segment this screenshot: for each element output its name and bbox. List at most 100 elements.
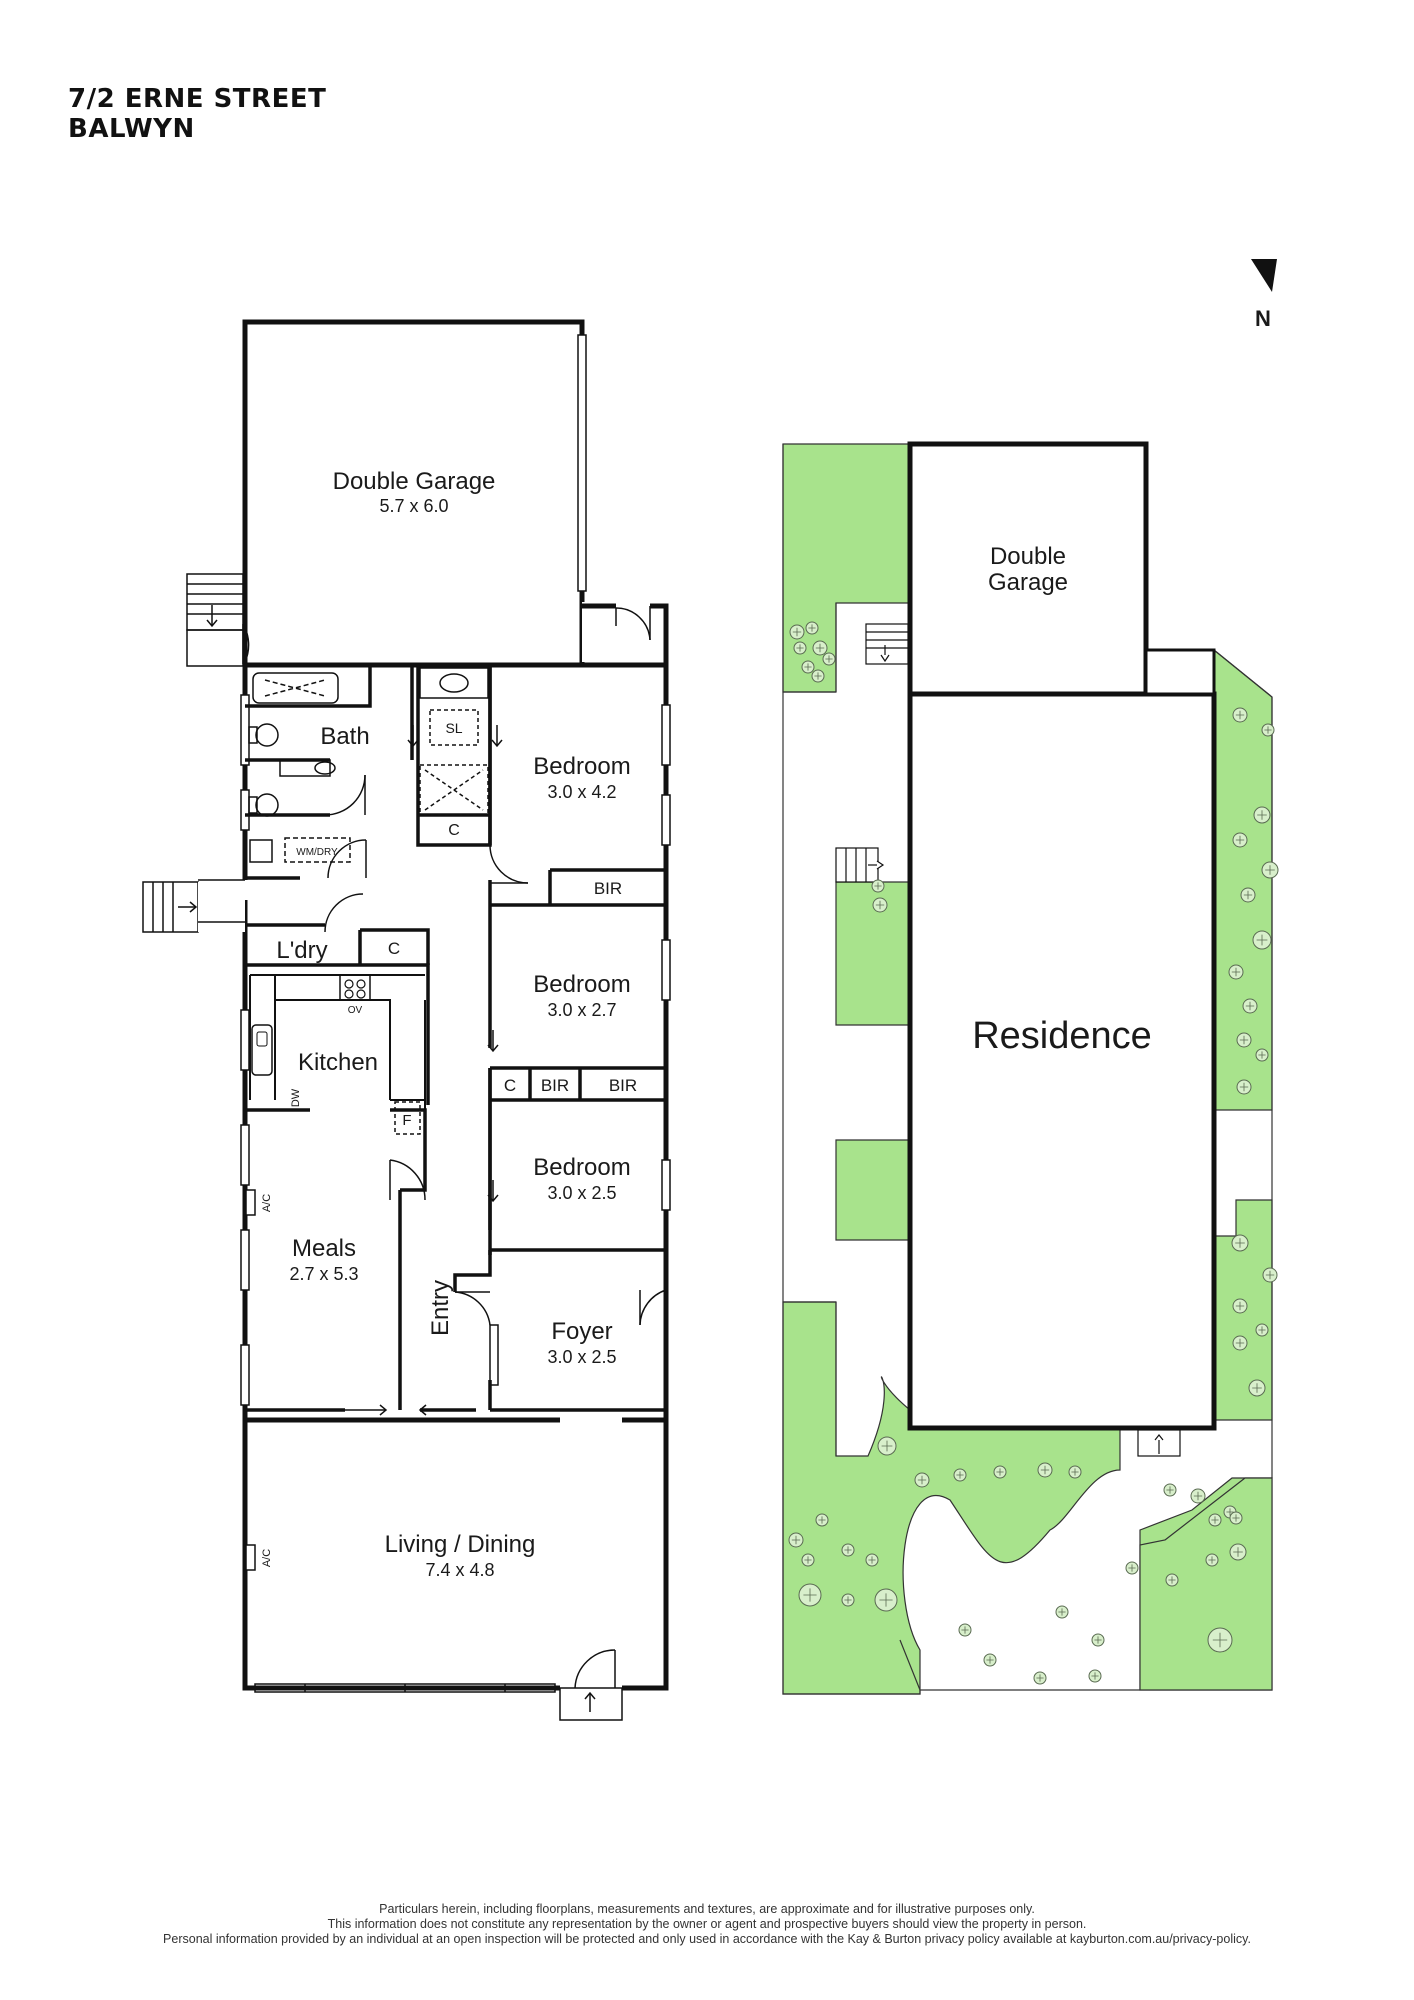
site-garage-annex (1144, 648, 1216, 696)
tree-icon-detail (1040, 1465, 1050, 1475)
tree-icon-detail (1239, 1035, 1249, 1045)
tree-icon-detail (1264, 726, 1272, 734)
tree-icon-detail (1265, 865, 1275, 875)
tree-icon-detail (1258, 1051, 1266, 1059)
tree-icon-detail (1258, 1326, 1266, 1334)
tree-icon-detail (791, 1535, 801, 1545)
site-garage-label-1: Double (990, 543, 1066, 570)
bedroom2-label: Bedroom (533, 971, 630, 998)
tree-icon-detail (1226, 1508, 1234, 1516)
tree-icon-detail (1252, 1383, 1262, 1393)
meals-door (389, 1159, 426, 1201)
linen-fixtures (407, 667, 529, 884)
site-residence (907, 691, 1217, 1431)
tree-icon-detail (1257, 810, 1267, 820)
address-block: 7/2 ERNE STREET BALWYN (68, 84, 326, 144)
site-residence-label: Residence (972, 1015, 1152, 1057)
tree-icon-detail (1233, 1547, 1243, 1557)
living-ac-label: A/C (261, 1549, 273, 1567)
tree-icon-detail (1239, 1082, 1249, 1092)
laundry-label: L'dry (276, 937, 327, 964)
tree-icon-detail (1235, 835, 1245, 845)
tree-icon-detail (814, 672, 822, 680)
lawn-areas (782, 443, 1273, 1695)
foyer-label: Foyer (551, 1318, 612, 1345)
meals-dims: 2.7 x 5.3 (289, 1264, 358, 1284)
hall-cupboard-label: C (504, 1076, 516, 1095)
tree-icon-detail (1166, 1486, 1174, 1494)
tree-icon-detail (825, 655, 833, 663)
floor-plan-labels: Double Garage 5.7 x 6.0 Bath Bedroom 3.0… (261, 468, 637, 1580)
kitchen-label: Kitchen (298, 1049, 378, 1076)
disclaimer: Particulars herein, including floorplans… (0, 1902, 1414, 1947)
garage-door (577, 334, 587, 592)
tree-icon-detail (796, 644, 804, 652)
skylight-label: SL (445, 720, 462, 736)
tree-icon-detail (961, 1626, 969, 1634)
tree-icon-detail (803, 1588, 817, 1602)
tree-icon-detail (956, 1471, 964, 1479)
address-suburb: BALWYN (68, 114, 195, 144)
tree-icon-detail (1245, 1001, 1255, 1011)
bedroom1-label: Bedroom (533, 753, 630, 780)
laundry-cupboard-label: C (388, 939, 400, 958)
tree-icon-detail (875, 900, 885, 910)
tree-icon-detail (1235, 1238, 1245, 1248)
living-door (559, 1649, 623, 1721)
garage-side-door-swing (615, 607, 651, 641)
bath-fixtures (248, 672, 367, 933)
tree-icon-detail (868, 1556, 876, 1564)
bedroom-door-arrows (487, 1030, 499, 1203)
side-steps (142, 879, 245, 933)
bath-label: Bath (320, 723, 369, 750)
washer-dryer-label: WM/DRY (296, 847, 338, 858)
tree-icon-detail (1235, 1338, 1245, 1348)
tree-icon-detail (1128, 1564, 1136, 1572)
tree-icon-detail (1094, 1636, 1102, 1644)
tree-icon-detail (1231, 967, 1241, 977)
floor-plan (142, 319, 671, 1721)
tree-icon-detail (1212, 1632, 1228, 1648)
disclaimer-line-1: Particulars herein, including floorplans… (379, 1902, 1035, 1916)
tree-icon-detail (844, 1596, 852, 1604)
tree-icon-detail (1036, 1674, 1044, 1682)
tree-icon-detail (874, 882, 882, 890)
tree-icon-detail (1168, 1576, 1176, 1584)
site-plan: Double Garage Residence (782, 441, 1279, 1695)
site-trees (788, 621, 1279, 1685)
garage-dims: 5.7 x 6.0 (379, 496, 448, 516)
tree-icon-detail (1235, 710, 1245, 720)
tree-icon-detail (986, 1656, 994, 1664)
living-dims: 7.4 x 4.8 (425, 1560, 494, 1580)
tree-icon-detail (1243, 890, 1253, 900)
tree-icon-detail (815, 643, 825, 653)
tree-icon-detail (1193, 1491, 1203, 1501)
site-garage-label-2: Garage (988, 569, 1068, 596)
living-label: Living / Dining (385, 1531, 536, 1558)
tree-icon-detail (792, 627, 802, 637)
tree-icon-detail (1211, 1516, 1219, 1524)
tree-icon-detail (881, 1440, 893, 1452)
living-bottom-wall (242, 1410, 669, 1691)
tree-icon-detail (1091, 1672, 1099, 1680)
address-street: 7/2 ERNE STREET (68, 84, 327, 114)
meals-ac-label: A/C (261, 1194, 273, 1212)
site-buildings (907, 441, 1217, 1431)
foyer-doors (454, 1289, 667, 1326)
bedroom2-dims: 3.0 x 2.7 (547, 1000, 616, 1020)
tree-icon-detail (1232, 1514, 1240, 1522)
disclaimer-line-2: This information does not constitute any… (327, 1917, 1087, 1931)
tree-icon-detail (879, 1593, 893, 1607)
compass-label: N (1255, 306, 1271, 331)
bedroom3-dims: 3.0 x 2.5 (547, 1183, 616, 1203)
bedroom1-robe-label: BIR (594, 879, 622, 898)
bedroom1-dims: 3.0 x 4.2 (547, 782, 616, 802)
tree-icon-detail (996, 1468, 1004, 1476)
oven-label: OV (348, 1005, 363, 1016)
tree-icon-detail (804, 1556, 812, 1564)
tree-icon-detail (1071, 1468, 1079, 1476)
ac-units (245, 1189, 256, 1571)
living-entry-arrows (345, 1404, 476, 1416)
disclaimer-line-3: Personal information provided by an indi… (163, 1932, 1251, 1946)
